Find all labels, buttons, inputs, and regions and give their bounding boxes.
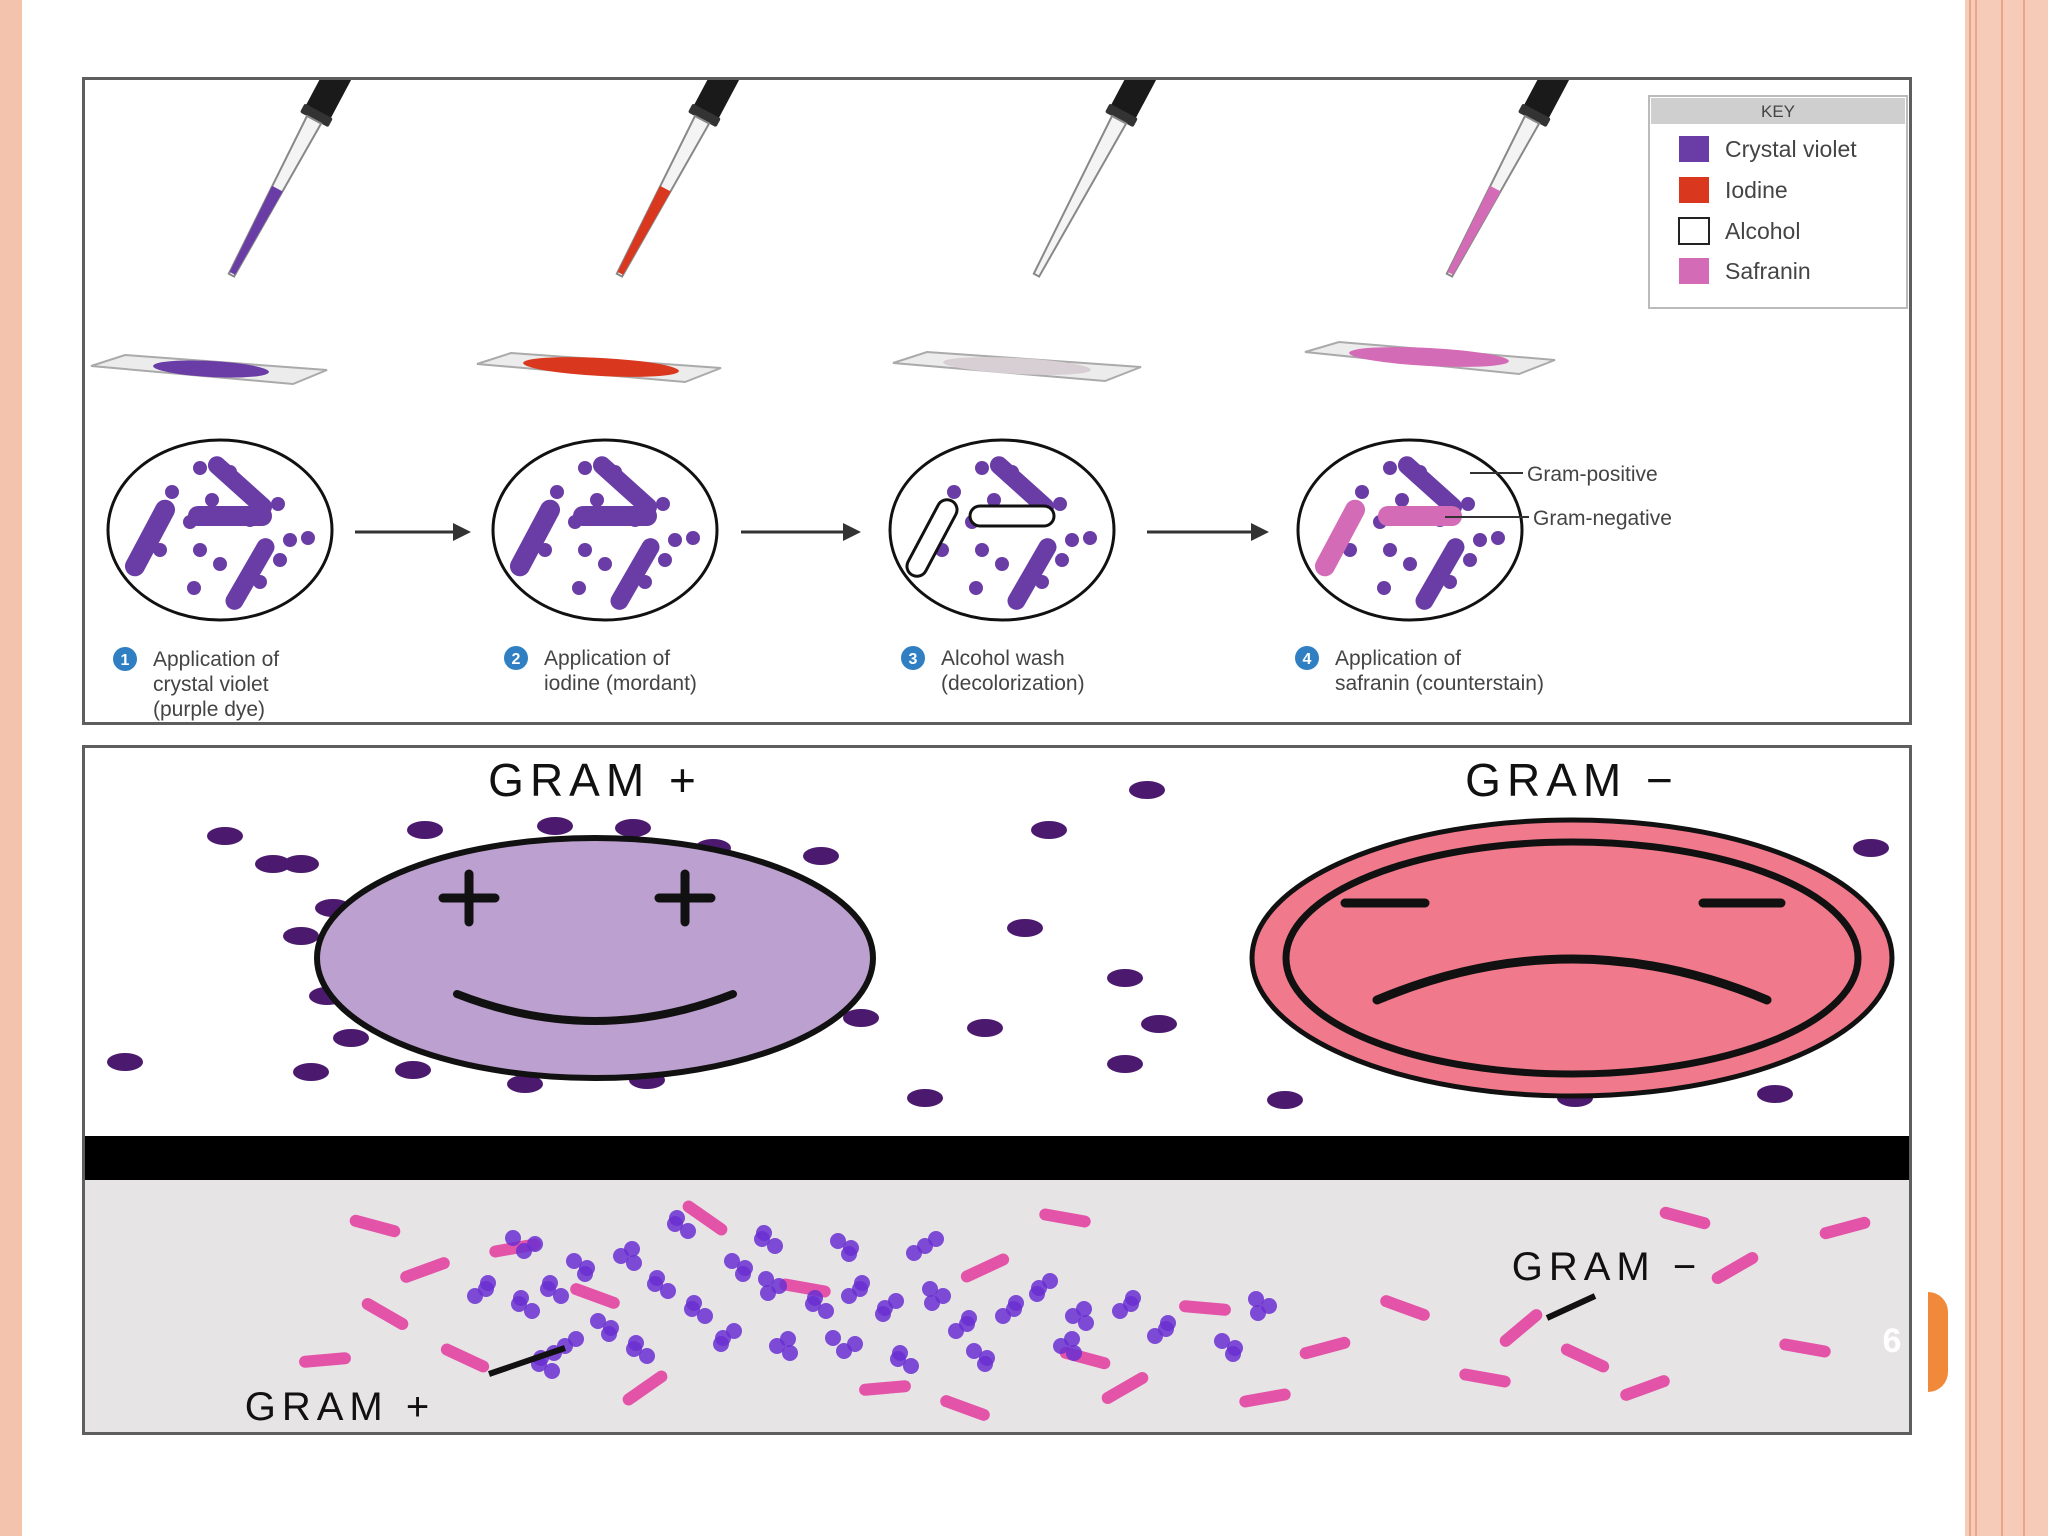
cartoon-gram-positive-label: GRAM + — [488, 754, 702, 806]
dropper-iodine-icon — [604, 37, 757, 284]
step-3-caption: 3 Alcohol wash (decolorization) — [901, 646, 1085, 695]
gram-negative-sad-face-icon — [1249, 817, 1895, 1099]
svg-text:Application of: Application of — [1335, 647, 1461, 670]
gram-negative-rods — [299, 1200, 1871, 1421]
svg-text:safranin (counterstain): safranin (counterstain) — [1335, 672, 1544, 695]
slide-crystal-violet — [90, 353, 328, 386]
step-2-caption: 2 Application of iodine (mordant) — [504, 646, 697, 695]
arrow-step-3-to-4-icon — [1147, 523, 1269, 541]
gram-positive-pointer: Gram-positive — [1470, 463, 1658, 486]
step-number: 1 — [121, 652, 130, 669]
gram-negative-pointer-line — [1545, 1293, 1597, 1321]
svg-text:Crystal violet: Crystal violet — [1725, 136, 1857, 162]
key-item-crystal-violet: Crystal violet — [1679, 136, 1857, 162]
svg-text:Application of: Application of — [153, 648, 279, 671]
svg-text:Safranin: Safranin — [1725, 258, 1811, 284]
step-number: 2 — [512, 651, 521, 668]
svg-text:Iodine: Iodine — [1725, 177, 1788, 203]
cartoon-gram-negative-label: GRAM − — [1465, 754, 1679, 806]
arrow-step-1-to-2-icon — [355, 523, 471, 541]
gram-comparison-figure: GRAM + GRAM − GRAM − GRAM + — [82, 745, 1912, 1435]
step-1-caption: 1 Application of crystal violet (purple … — [113, 647, 279, 721]
svg-text:Gram-negative: Gram-negative — [1533, 507, 1672, 530]
gram-positive-pointer-line — [488, 1345, 566, 1377]
cell-view-step-4 — [1296, 438, 1524, 622]
slide-left-border — [0, 0, 22, 1536]
svg-text:iodine (mordant): iodine (mordant) — [544, 672, 697, 695]
dropper-crystal-violet-icon — [216, 37, 369, 284]
cell-view-step-3 — [888, 438, 1116, 622]
micrograph-gram-positive-label: GRAM + — [245, 1385, 435, 1429]
step-number: 4 — [1303, 651, 1312, 668]
slide-safranin — [1304, 340, 1556, 376]
slide-number: 6 — [1882, 1322, 1902, 1360]
key-item-safranin: Safranin — [1679, 258, 1811, 284]
svg-text:Alcohol wash: Alcohol wash — [941, 647, 1065, 670]
gram-positive-happy-face-icon — [314, 835, 876, 1081]
cell-view-step-1 — [106, 438, 334, 622]
gram-stain-micrograph: GRAM − GRAM + — [85, 1180, 1909, 1432]
page-number-tab — [1928, 1292, 1948, 1392]
svg-text:Application of: Application of — [544, 647, 670, 670]
svg-text:Gram-positive: Gram-positive — [1527, 463, 1658, 486]
step-number: 3 — [909, 651, 918, 668]
cell-view-step-2 — [491, 438, 719, 622]
svg-text:Alcohol: Alcohol — [1725, 218, 1800, 244]
step-4-caption: 4 Application of safranin (counterstain) — [1295, 646, 1544, 695]
dropper-safranin-icon — [1434, 37, 1587, 284]
svg-text:(decolorization): (decolorization) — [941, 672, 1085, 695]
key-item-alcohol: Alcohol — [1678, 217, 1800, 245]
color-key-legend: KEY Crystal violet Iodine Alcohol Safran… — [1648, 95, 1908, 309]
arrow-step-2-to-3-icon — [741, 523, 861, 541]
slide-alcohol — [892, 350, 1142, 383]
slide-right-border — [1965, 0, 2048, 1536]
micrograph-gram-negative-label: GRAM − — [1512, 1245, 1702, 1289]
separator-band — [85, 1136, 1909, 1180]
key-title: KEY — [1761, 102, 1795, 121]
slide-iodine — [476, 351, 722, 384]
gram-stain-procedure-figure: KEY Crystal violet Iodine Alcohol Safran… — [82, 37, 1912, 725]
svg-text:crystal violet: crystal violet — [153, 673, 269, 696]
gram-positive-cocci — [467, 1210, 1277, 1379]
dropper-alcohol-icon — [1021, 37, 1174, 284]
gram-negative-pointer: Gram-negative — [1445, 507, 1672, 530]
svg-text:(purple dye): (purple dye) — [153, 698, 265, 721]
key-item-iodine: Iodine — [1679, 177, 1788, 203]
